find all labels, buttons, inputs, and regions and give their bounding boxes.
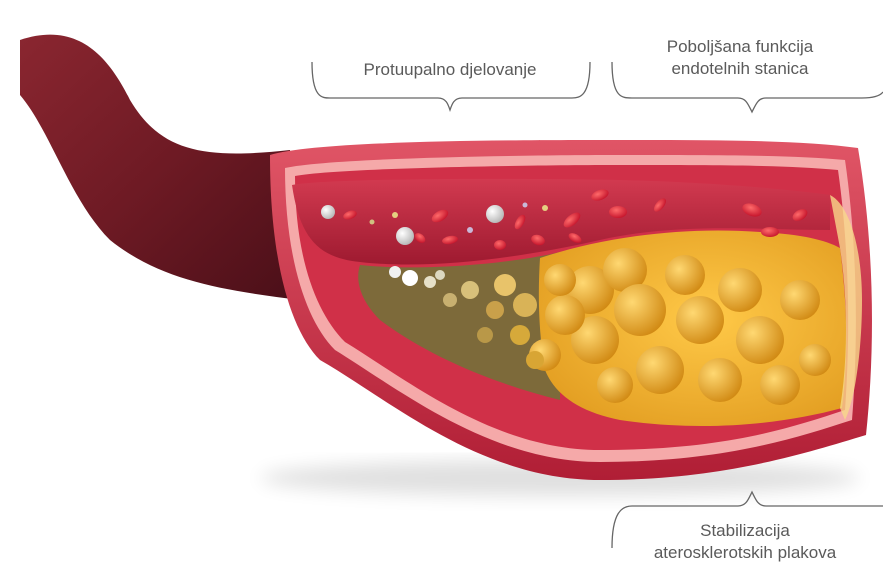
label-stabilization-line1: Stabilizacija bbox=[610, 520, 880, 542]
label-plaque-stabilization: Stabilizacija aterosklerotskih plakova bbox=[610, 520, 880, 564]
label-stabilization-line2: aterosklerotskih plakova bbox=[610, 542, 880, 564]
vessel-tube bbox=[20, 35, 300, 300]
label-anti-inflammatory: Protuupalno djelovanje bbox=[320, 59, 580, 81]
label-endothelial-line2: endotelnih stanica bbox=[620, 58, 860, 80]
label-anti-inflammatory-text: Protuupalno djelovanje bbox=[320, 59, 580, 81]
label-endothelial-function: Poboljšana funkcija endotelnih stanica bbox=[620, 36, 860, 80]
label-endothelial-line1: Poboljšana funkcija bbox=[620, 36, 860, 58]
